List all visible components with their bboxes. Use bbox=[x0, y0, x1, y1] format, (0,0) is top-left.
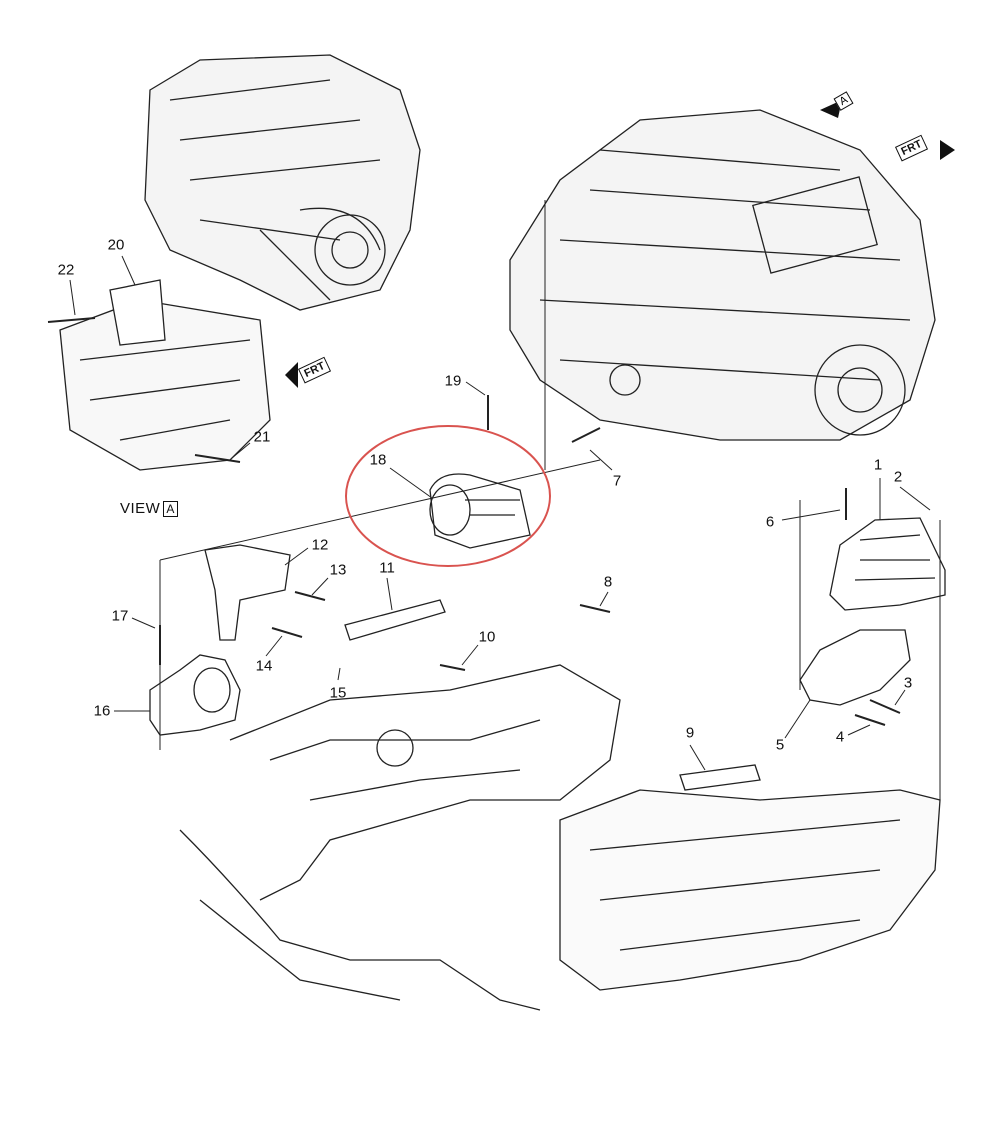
callout-7: 7 bbox=[612, 472, 622, 490]
callout-17: 17 bbox=[111, 607, 129, 625]
highlight-circle-part-18 bbox=[345, 425, 551, 567]
view-ref-box: A bbox=[163, 501, 178, 517]
callout-22: 22 bbox=[57, 261, 75, 279]
subframe bbox=[179, 664, 941, 1011]
pad-9 bbox=[679, 764, 761, 791]
callout-18: 18 bbox=[369, 451, 387, 469]
callout-3: 3 bbox=[903, 674, 913, 692]
callout-11: 11 bbox=[379, 559, 395, 577]
mount-18 bbox=[429, 473, 531, 549]
callout-10: 10 bbox=[478, 628, 496, 646]
callout-15: 15 bbox=[329, 684, 347, 702]
mount-16 bbox=[149, 654, 241, 736]
rod-11 bbox=[344, 599, 446, 641]
callout-12: 12 bbox=[311, 536, 329, 554]
callout-13: 13 bbox=[329, 561, 347, 579]
callout-5: 5 bbox=[775, 736, 785, 754]
callout-6: 6 bbox=[765, 513, 775, 531]
callout-19: 19 bbox=[444, 372, 462, 390]
callout-16: 16 bbox=[93, 702, 111, 720]
engine-main bbox=[509, 109, 936, 441]
callout-1: 1 bbox=[873, 456, 883, 474]
callout-14: 14 bbox=[255, 657, 273, 675]
view-label-text: VIEW bbox=[120, 500, 161, 517]
leader-lines bbox=[69, 200, 941, 800]
callout-8: 8 bbox=[603, 573, 613, 591]
engine-view-a bbox=[59, 54, 421, 471]
callout-20: 20 bbox=[107, 236, 125, 254]
bracket-12 bbox=[204, 544, 291, 641]
mount-1 bbox=[829, 517, 946, 611]
callout-4: 4 bbox=[835, 728, 845, 746]
callout-2: 2 bbox=[893, 468, 903, 486]
bracket-5 bbox=[799, 629, 911, 706]
callout-9: 9 bbox=[685, 724, 695, 742]
callout-21: 21 bbox=[253, 428, 271, 446]
